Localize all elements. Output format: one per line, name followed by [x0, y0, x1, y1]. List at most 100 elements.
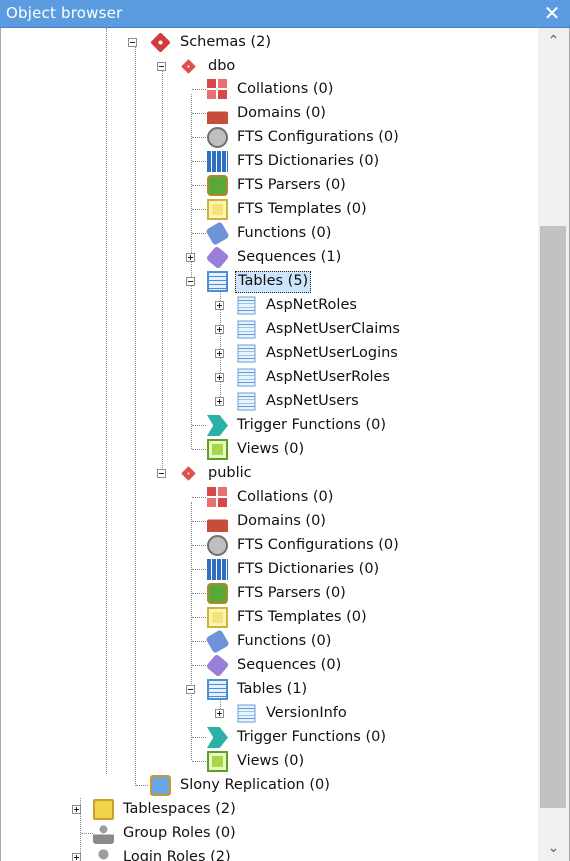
- expand-toggle[interactable]: [186, 253, 195, 262]
- tree-node-label-selected: Tables (5): [235, 271, 312, 293]
- tree-node-label: Schemas (2): [180, 34, 272, 50]
- tree-guide: [135, 44, 136, 786]
- trigger-functions-icon: [207, 727, 228, 748]
- group-roles-icon: [93, 823, 114, 844]
- tree-guide: [192, 137, 206, 138]
- expand-toggle[interactable]: [215, 325, 224, 334]
- fts-configurations-icon: [207, 127, 228, 148]
- tree-guide: [162, 70, 163, 468]
- expand-toggle[interactable]: [215, 349, 224, 358]
- expand-toggle[interactable]: [72, 805, 81, 814]
- fts-parsers-icon: [207, 175, 228, 196]
- tree-guide: [192, 425, 206, 426]
- table-icon: [237, 704, 256, 723]
- tree-node-label: Login Roles (2): [123, 849, 231, 861]
- tree-guide: [220, 696, 221, 713]
- schema-icon: [181, 466, 196, 481]
- domains-icon: [207, 511, 228, 532]
- tables-icon: [207, 271, 228, 292]
- expand-toggle[interactable]: [215, 301, 224, 310]
- window-title-bar: Object browser ✕: [0, 0, 570, 28]
- collations-icon: [207, 79, 228, 100]
- tree-node-label: Collations (0): [237, 489, 334, 505]
- tablespaces-icon: [93, 799, 114, 820]
- expand-toggle[interactable]: [215, 709, 224, 718]
- tree-node-label: Functions (0): [237, 633, 332, 649]
- collapse-toggle[interactable]: [157, 469, 166, 478]
- tree-guide: [192, 521, 206, 522]
- tree-node-label: FTS Parsers (0): [237, 585, 346, 601]
- functions-icon: [205, 629, 230, 654]
- fts-templates-icon: [207, 607, 228, 628]
- tree-node-label: FTS Configurations (0): [237, 129, 399, 145]
- tree-guide: [192, 233, 206, 234]
- scroll-down-icon[interactable]: ⌄: [547, 840, 560, 856]
- collapse-toggle[interactable]: [128, 38, 137, 47]
- tree-node-label: Sequences (1): [237, 249, 342, 265]
- tree-guide: [192, 617, 206, 618]
- tables-icon: [207, 679, 228, 700]
- tree-node-label: Domains (0): [237, 513, 326, 529]
- expand-toggle[interactable]: [215, 397, 224, 406]
- tree-node-label: Trigger Functions (0): [237, 417, 386, 433]
- fts-dictionaries-icon: [207, 151, 228, 172]
- tree-guide: [192, 593, 206, 594]
- fts-dictionaries-icon: [207, 559, 228, 580]
- tree-node-label: Views (0): [237, 753, 305, 769]
- table-icon: [237, 344, 256, 363]
- tree-node-label: AspNetUserRoles: [266, 369, 390, 385]
- tree-guide: [136, 785, 148, 786]
- tree-node-label: FTS Dictionaries (0): [237, 153, 380, 169]
- tree-node-label: Group Roles (0): [123, 825, 236, 841]
- expand-toggle[interactable]: [215, 373, 224, 382]
- functions-icon: [205, 221, 230, 246]
- views-icon: [207, 751, 228, 772]
- tree-guide: [191, 94, 192, 449]
- vertical-scrollbar[interactable]: ⌃ ⌄: [538, 28, 569, 861]
- tree-node-label: Views (0): [237, 441, 305, 457]
- expand-toggle[interactable]: [72, 853, 81, 861]
- trigger-functions-icon: [207, 415, 228, 436]
- table-icon: [237, 392, 256, 411]
- tree-node-label: Sequences (0): [237, 657, 342, 673]
- scrollbar-thumb[interactable]: [540, 226, 566, 808]
- collapse-toggle[interactable]: [157, 62, 166, 71]
- table-icon: [237, 320, 256, 339]
- schema-icon: [181, 59, 196, 74]
- tree-node-label: Slony Replication (0): [180, 777, 330, 793]
- tree-guide: [80, 798, 81, 861]
- schema-group-icon: [150, 32, 171, 53]
- tree-guide: [192, 89, 206, 90]
- window-title: Object browser: [6, 4, 123, 22]
- tree-node-label: public: [208, 465, 252, 481]
- tree-guide: [192, 209, 206, 210]
- tree-node-label: FTS Configurations (0): [237, 537, 399, 553]
- scroll-up-icon[interactable]: ⌃: [547, 33, 560, 49]
- views-icon: [207, 439, 228, 460]
- tree-node-label: dbo: [208, 58, 236, 74]
- object-tree[interactable]: Schemas (2) dbo Collations (0) Domains (…: [0, 28, 538, 861]
- tree-node-label: FTS Parsers (0): [237, 177, 346, 193]
- fts-parsers-icon: [207, 583, 228, 604]
- tree-node-label: AspNetUserLogins: [266, 345, 398, 361]
- collapse-toggle[interactable]: [186, 685, 195, 694]
- tree-node-label: Trigger Functions (0): [237, 729, 386, 745]
- sequences-icon: [205, 653, 230, 678]
- tree-guide: [192, 737, 206, 738]
- tree-guide: [192, 761, 206, 762]
- tree-guide: [220, 288, 221, 401]
- tree-guide: [106, 28, 107, 774]
- tree-node-label: AspNetUsers: [266, 393, 359, 409]
- tree-guide: [192, 497, 206, 498]
- close-icon[interactable]: ✕: [543, 1, 561, 25]
- tree-guide: [192, 641, 206, 642]
- slony-replication-icon: [150, 775, 171, 796]
- collapse-toggle[interactable]: [186, 277, 195, 286]
- tree-node-label: FTS Dictionaries (0): [237, 561, 380, 577]
- table-icon: [237, 368, 256, 387]
- fts-templates-icon: [207, 199, 228, 220]
- tree-guide: [192, 161, 206, 162]
- tree-node-label: Collations (0): [237, 81, 334, 97]
- tree-node-label: FTS Templates (0): [237, 609, 367, 625]
- tree-node-label: FTS Templates (0): [237, 201, 367, 217]
